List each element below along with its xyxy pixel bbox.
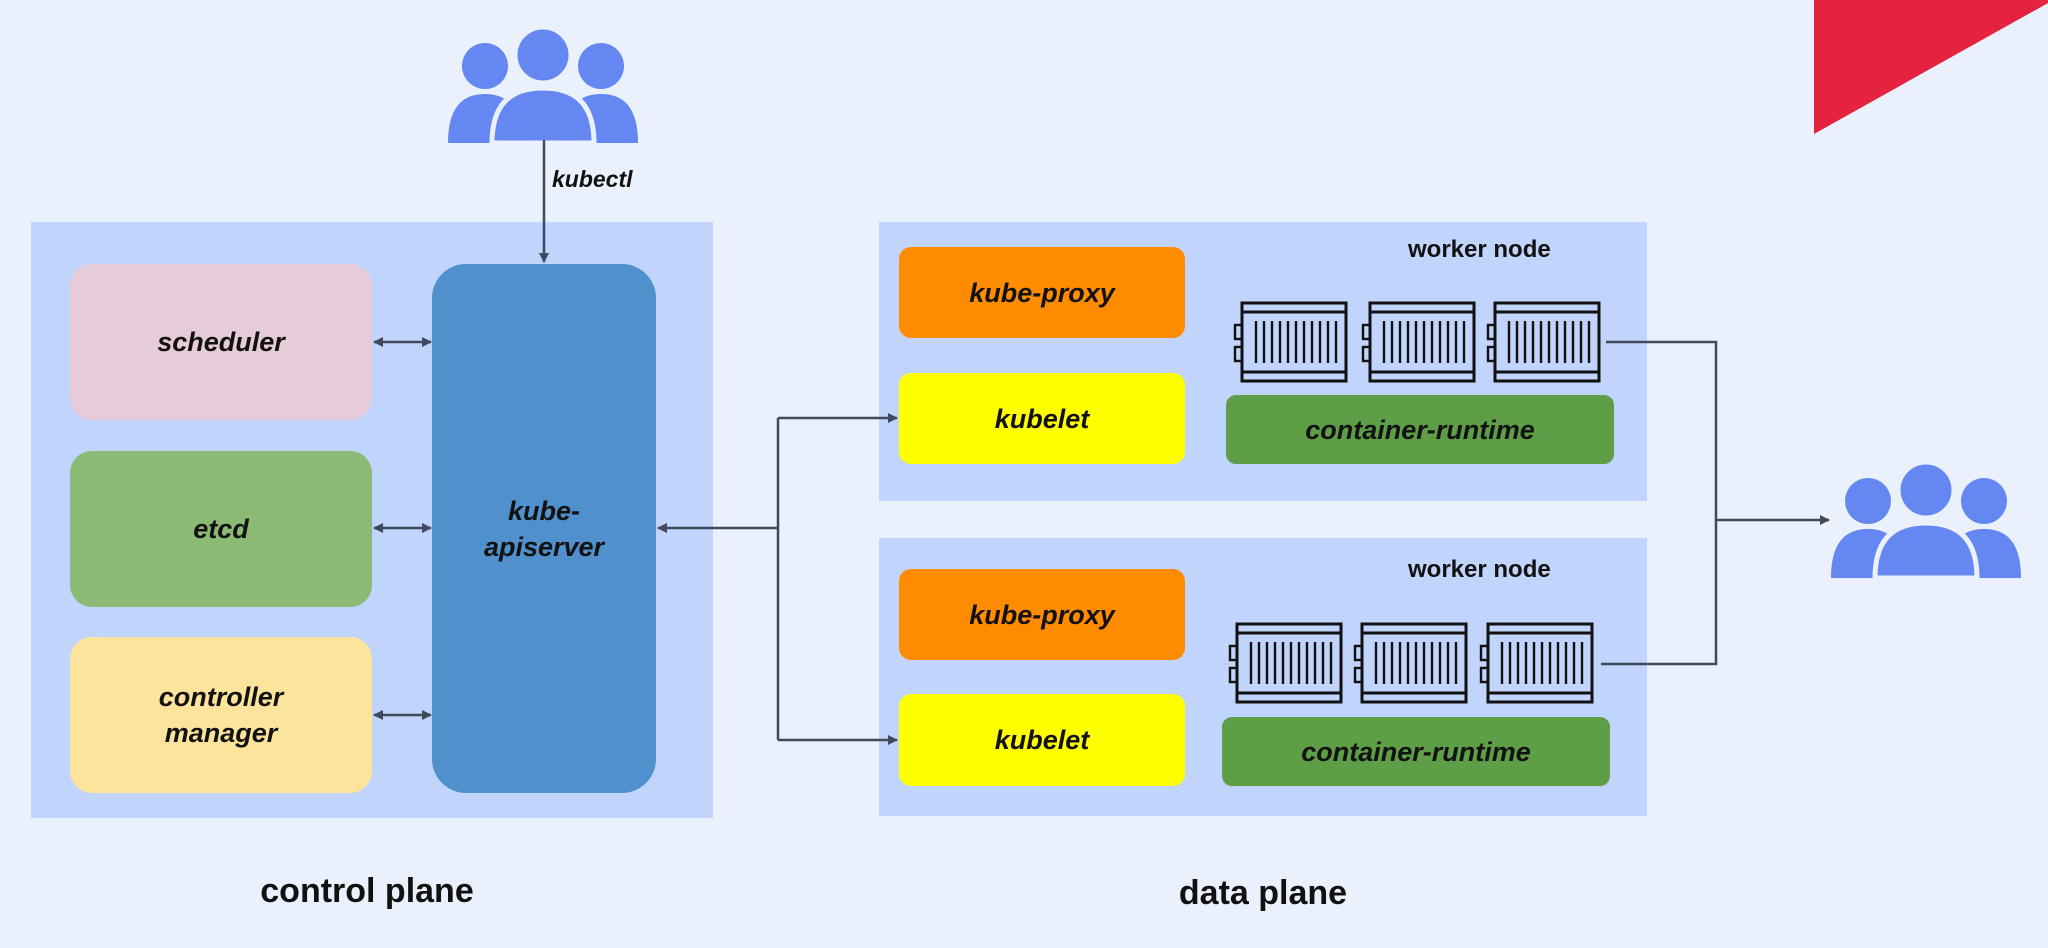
controller-manager-box[interactable]: controller manager xyxy=(70,637,372,793)
kubelet-box[interactable]: kubelet xyxy=(899,694,1185,786)
data-plane-label: data plane xyxy=(1178,874,1348,912)
users-icon xyxy=(448,27,638,143)
kubelet-box[interactable]: kubelet xyxy=(899,373,1185,464)
users-icon xyxy=(1831,462,2021,578)
scheduler-label: scheduler xyxy=(157,327,285,357)
container-runtime-label: container-runtime xyxy=(1305,414,1535,445)
kubelet-label: kubelet xyxy=(994,725,1090,755)
controller-manager-label-line1: controller xyxy=(158,682,284,712)
container-runtime-label: container-runtime xyxy=(1301,736,1531,767)
kubectl-label: kubectl xyxy=(552,166,633,192)
kube-proxy-label: kube-proxy xyxy=(969,599,1115,630)
worker-node-label: worker node xyxy=(1408,556,1551,583)
kube-apiserver-label-line1: kube- xyxy=(507,495,580,526)
kube-apiserver-box[interactable]: kube- apiserver xyxy=(432,264,656,793)
container-runtime-box[interactable]: container-runtime xyxy=(1226,395,1614,464)
kube-proxy-box[interactable]: kube-proxy xyxy=(899,569,1185,660)
container-runtime-box[interactable]: container-runtime xyxy=(1222,717,1610,786)
kube-proxy-box[interactable]: kube-proxy xyxy=(899,247,1185,338)
shipping-container-icon xyxy=(1233,301,1601,383)
scheduler-box[interactable]: scheduler xyxy=(70,264,372,420)
worker-node-label: worker node xyxy=(1408,236,1551,263)
kubelet-label: kubelet xyxy=(994,403,1090,434)
control-plane-label: control plane xyxy=(260,872,474,910)
etcd-box[interactable]: etcd xyxy=(70,451,372,607)
shipping-container-icon xyxy=(1228,622,1594,704)
kube-apiserver-label-line2: apiserver xyxy=(483,531,605,562)
controller-manager-label-line2: manager xyxy=(164,718,278,748)
kube-proxy-label: kube-proxy xyxy=(969,277,1115,308)
etcd-label: etcd xyxy=(193,514,249,544)
